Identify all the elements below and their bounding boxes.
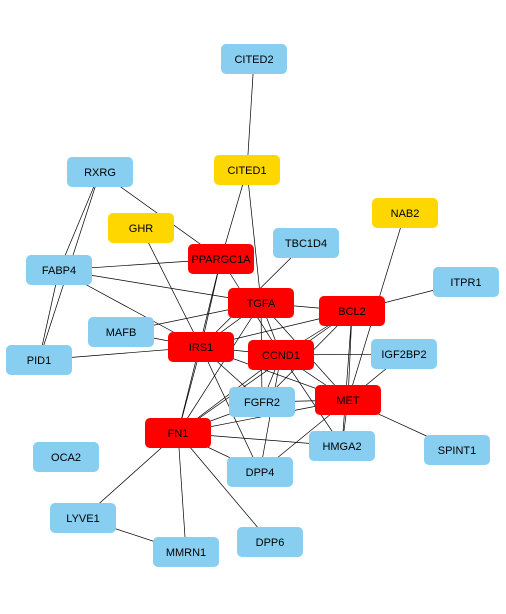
node-fabp4[interactable]: FABP4 (26, 255, 92, 285)
node-label: MAFB (106, 327, 137, 339)
node-box[interactable] (237, 527, 303, 557)
node-box[interactable] (67, 157, 133, 187)
node-label: NAB2 (391, 208, 420, 220)
node-mafb[interactable]: MAFB (88, 317, 154, 347)
node-label: BCL2 (338, 306, 366, 318)
node-box[interactable] (88, 317, 154, 347)
node-box[interactable] (424, 435, 490, 465)
node-label: SPINT1 (438, 445, 477, 457)
node-box[interactable] (228, 288, 294, 318)
node-box[interactable] (50, 503, 116, 533)
edge-fn1-dpp6 (177, 432, 271, 543)
node-irs1[interactable]: IRS1 (168, 332, 234, 362)
node-label: RXRG (84, 167, 116, 179)
edge-fn1-mmrn1 (177, 432, 187, 553)
node-box[interactable] (372, 198, 438, 228)
node-box[interactable] (371, 339, 437, 369)
node-box[interactable] (145, 418, 211, 448)
edge-cited2-cited1 (246, 58, 255, 171)
node-cited2[interactable]: CITED2 (221, 44, 287, 74)
node-box[interactable] (153, 537, 219, 567)
node-box[interactable] (227, 457, 293, 487)
node-label: TGFA (247, 298, 276, 310)
node-nab2[interactable]: NAB2 (372, 198, 438, 228)
edge-tgfa-fn1 (177, 302, 262, 434)
node-label: CITED1 (227, 165, 266, 177)
node-label: IGF2BP2 (381, 349, 426, 361)
node-oca2[interactable]: OCA2 (33, 442, 99, 472)
node-ghr[interactable]: GHR (108, 213, 174, 243)
node-label: MMRN1 (166, 547, 206, 559)
node-fn1[interactable]: FN1 (145, 418, 211, 448)
edge-cited1-tgfa (246, 169, 262, 304)
node-box[interactable] (168, 332, 234, 362)
node-itpr1[interactable]: ITPR1 (433, 267, 499, 297)
node-fgfr2[interactable]: FGFR2 (229, 387, 295, 417)
node-label: CCND1 (262, 350, 300, 362)
edge-bcl2-fn1 (177, 310, 353, 434)
node-label: TBC1D4 (285, 238, 327, 250)
node-label: DPP4 (246, 467, 275, 479)
node-box[interactable] (229, 387, 295, 417)
node-label: HMGA2 (322, 441, 361, 453)
node-box[interactable] (315, 385, 381, 415)
node-label: MET (336, 395, 360, 407)
edge-fabp4-tgfa (58, 269, 262, 304)
edge-bcl2-hmga2 (341, 310, 353, 447)
node-box[interactable] (309, 431, 375, 461)
node-box[interactable] (188, 244, 254, 274)
node-label: GHR (129, 223, 154, 235)
node-hmga2[interactable]: HMGA2 (309, 431, 375, 461)
node-label: PID1 (27, 355, 51, 367)
node-box[interactable] (6, 345, 72, 375)
node-ccnd1[interactable]: CCND1 (248, 340, 314, 370)
node-rxrg[interactable]: RXRG (67, 157, 133, 187)
node-tgfa[interactable]: TGFA (228, 288, 294, 318)
node-box[interactable] (248, 340, 314, 370)
node-label: CITED2 (234, 54, 273, 66)
node-box[interactable] (319, 296, 385, 326)
node-box[interactable] (26, 255, 92, 285)
node-lyve1[interactable]: LYVE1 (50, 503, 116, 533)
edge-rxrg-fabp4 (58, 171, 101, 271)
node-box[interactable] (214, 155, 280, 185)
node-box[interactable] (108, 213, 174, 243)
node-label: FGFR2 (244, 397, 280, 409)
node-label: ITPR1 (450, 277, 481, 289)
node-spint1[interactable]: SPINT1 (424, 435, 490, 465)
node-box[interactable] (221, 44, 287, 74)
node-label: PPARGC1A (191, 254, 251, 266)
node-ppargc1a[interactable]: PPARGC1A (188, 244, 254, 274)
node-bcl2[interactable]: BCL2 (319, 296, 385, 326)
node-label: OCA2 (51, 452, 81, 464)
edge-ghr-irs1 (140, 227, 202, 348)
node-box[interactable] (433, 267, 499, 297)
node-met[interactable]: MET (315, 385, 381, 415)
node-label: FABP4 (42, 265, 76, 277)
node-box[interactable] (33, 442, 99, 472)
node-label: IRS1 (189, 342, 213, 354)
node-dpp4[interactable]: DPP4 (227, 457, 293, 487)
node-cited1[interactable]: CITED1 (214, 155, 280, 185)
node-pid1[interactable]: PID1 (6, 345, 72, 375)
node-mmrn1[interactable]: MMRN1 (153, 537, 219, 567)
node-label: LYVE1 (66, 513, 99, 525)
node-igf2bp2[interactable]: IGF2BP2 (371, 339, 437, 369)
node-box[interactable] (273, 228, 339, 258)
node-label: FN1 (168, 428, 189, 440)
node-tbc1d4[interactable]: TBC1D4 (273, 228, 339, 258)
node-label: DPP6 (256, 537, 285, 549)
node-dpp6[interactable]: DPP6 (237, 527, 303, 557)
